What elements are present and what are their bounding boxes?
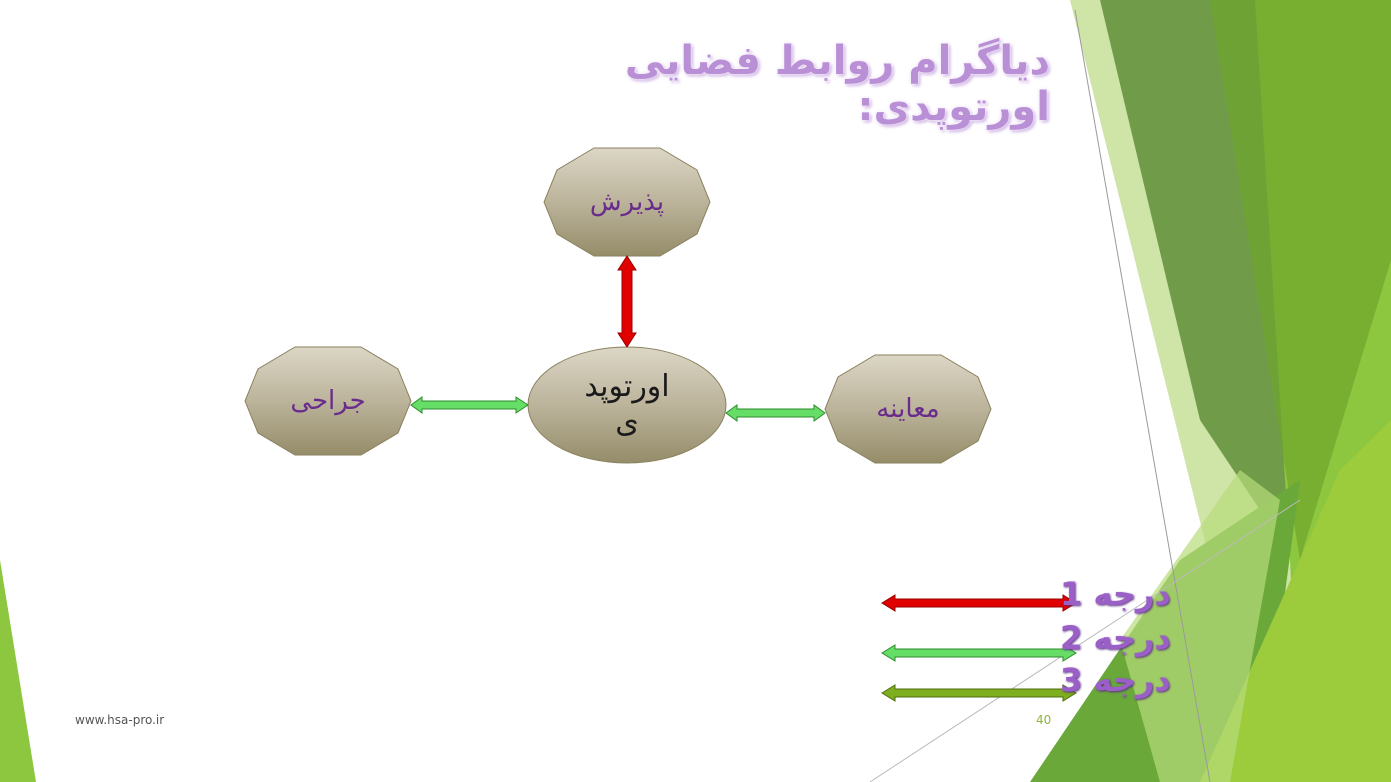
legend-label-degree-3: درجه 3	[1060, 661, 1171, 699]
bottom-light-wedge	[1120, 470, 1280, 782]
thin-diagonal-line	[1074, 9, 1211, 782]
node-examination-shape	[824, 354, 992, 464]
node-examination-label: معاینه	[876, 394, 940, 424]
node-surgery-label: جراحی	[290, 386, 366, 416]
page-number: 40	[1036, 713, 1052, 727]
slide-title: دیاگرام روابط فضایی اورتوپدی:	[624, 38, 1050, 130]
right-mid-band	[1210, 0, 1391, 560]
node-reception-label: پذیرش	[589, 187, 665, 217]
node-reception-shape	[543, 147, 711, 257]
legend-arrow-degree-1	[881, 594, 1077, 612]
legend-arrow-degree-2	[881, 644, 1077, 662]
legend-arrow-degree-3	[881, 684, 1077, 702]
legend-label-degree-2: درجه 2	[1060, 619, 1171, 657]
node-orthopedics-label-line2: ی	[615, 405, 639, 440]
connector-reception-orthopedics	[617, 255, 637, 348]
left-green-sliver	[0, 560, 36, 782]
node-orthopedics-label: اورتوپد ی	[528, 347, 726, 463]
connector-surgery-orthopedics	[410, 396, 529, 414]
node-surgery-shape	[244, 346, 412, 456]
thin-diagonal-line-2	[869, 499, 1301, 782]
connector-examination-orthopedics	[725, 404, 826, 422]
bottom-right-wedge	[1200, 420, 1391, 782]
legend-label-degree-1: درجه 1	[1060, 575, 1171, 613]
footer-url: www.hsa-pro.ir	[75, 713, 165, 727]
node-orthopedics-label-line1: اورتوپد	[584, 369, 670, 404]
